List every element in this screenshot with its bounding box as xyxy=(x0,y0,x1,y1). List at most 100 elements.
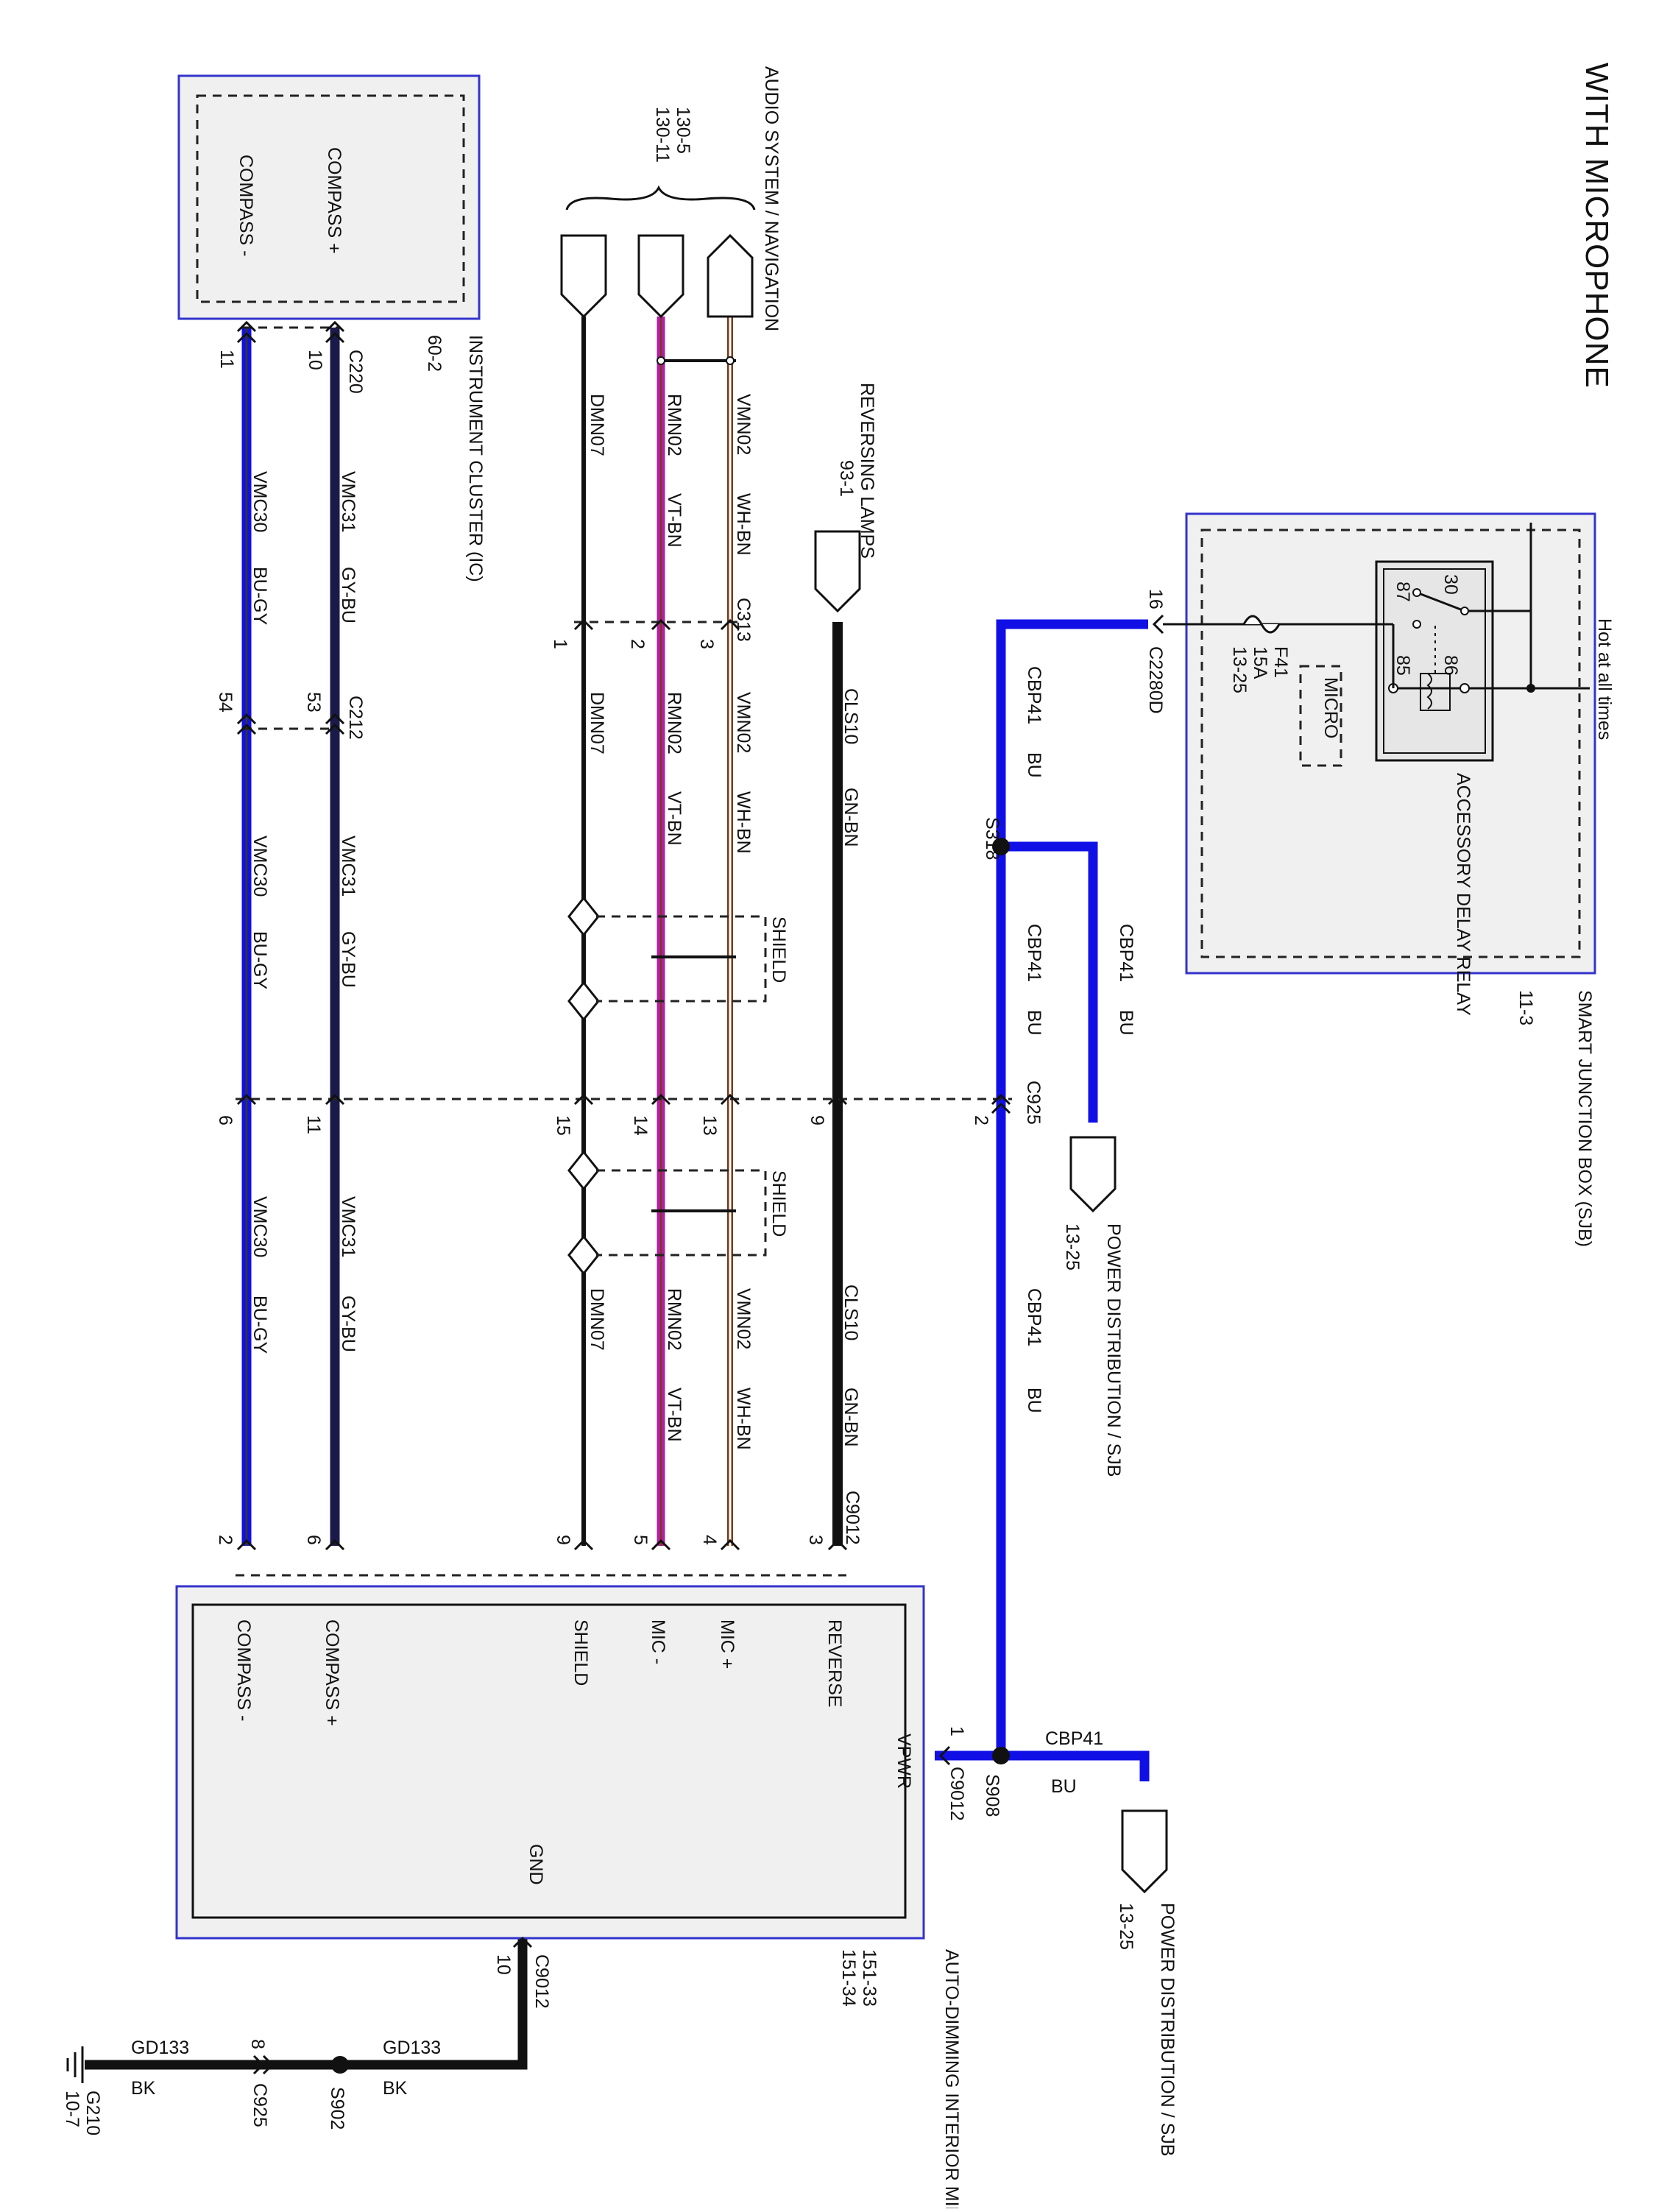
fuse-amps: 15A xyxy=(1250,646,1270,679)
wire-label-cbp41-c: CBP41 xyxy=(1116,924,1136,982)
sjb-name: SMART JUNCTION BOX (SJB) xyxy=(1574,990,1595,1247)
wire-label-vmn02-a: VMN02 xyxy=(733,394,754,455)
splice-s902-label: S902 xyxy=(327,2087,347,2130)
wire-label-cbp41-d-color: BU xyxy=(1024,1388,1044,1413)
wire-label-cbp41-b: CBP41 xyxy=(1024,924,1044,982)
wire-label-vmc30-a: VMC30 xyxy=(250,471,270,532)
splice-s908-label: S908 xyxy=(982,1774,1002,1817)
sjb-hot-label: Hot at all times xyxy=(1594,618,1615,740)
wire-label-gd133-a-color: BK xyxy=(383,2078,408,2099)
wire-label-cls10-a: CLS10 xyxy=(841,688,861,744)
wire-label-rmn02-c-color: VT-BN xyxy=(664,1388,684,1442)
connector-c212: C212 53 54 xyxy=(215,692,366,740)
wire-cbp41 xyxy=(935,624,1148,1781)
diagram-label: 93-1 xyxy=(836,460,857,497)
connector-c925-gnd: 8 C925 xyxy=(247,2039,272,2127)
shield-lower: SHIELD xyxy=(569,1152,789,1273)
mirror-pin-reverse: REVERSE xyxy=(824,1619,845,1707)
diagram-label: 10 xyxy=(493,1954,514,1975)
diagram-label: 2 xyxy=(971,1115,991,1126)
diagram-label: 151-33 xyxy=(859,1949,880,2007)
connector-c313: C313 3 2 1 xyxy=(550,598,754,649)
diagram-label: 11 xyxy=(216,350,237,369)
wire-label-vmc31-c-color: GY-BU xyxy=(338,1296,358,1352)
diagram-label: C220 xyxy=(345,350,366,394)
wire-label-vmc31-b-color: GY-BU xyxy=(338,931,358,988)
connector-c9012: C9012 3 4 5 9 6 2 xyxy=(215,1491,863,1575)
wire-label-rmn02-b: RMN02 xyxy=(664,692,684,755)
diagram-label: 8 xyxy=(247,2039,268,2049)
diagram-label: 54 xyxy=(215,692,236,713)
diagram-label: SHIELD xyxy=(768,1170,789,1237)
sjb-ref: 11-3 xyxy=(1515,990,1536,1025)
diagram-label: 1 xyxy=(550,639,570,649)
wire-label-cls10-b: CLS10 xyxy=(841,1285,861,1340)
diagram-label: 10-7 xyxy=(62,2091,82,2127)
splice-s902 xyxy=(331,2056,349,2074)
diagram-label: 15 xyxy=(553,1115,573,1136)
relay-pin-86: 86 xyxy=(1440,655,1461,676)
diagram-label: AUTO-DIMMING INTERIOR MIRROR UNIT xyxy=(941,1949,962,2208)
diagram-label: 2 xyxy=(627,639,648,649)
diagram-label: C9012 xyxy=(842,1491,863,1545)
fuse-id: F41 xyxy=(1270,646,1291,678)
wire-label-cbp41-a: CBP41 xyxy=(1024,666,1044,724)
wire-label-cbp41-d: CBP41 xyxy=(1024,1288,1044,1346)
diagram-label: 16 xyxy=(1145,589,1166,609)
splice-s318-label: S318 xyxy=(982,817,1002,860)
mirror-pin-mic-minus: MIC - xyxy=(648,1619,668,1664)
wire-label-vmc31-b: VMC31 xyxy=(338,835,358,897)
wire-label-cbp41-b-color: BU xyxy=(1024,1010,1044,1036)
diagram-label: G210 xyxy=(82,2091,103,2135)
wire-label-vmc30-b: VMC30 xyxy=(250,835,270,897)
diagram-label: C925 xyxy=(1023,1081,1044,1125)
diagram-label: 14 xyxy=(630,1115,651,1136)
wire-label-gd133-b: GD133 xyxy=(131,2038,189,2058)
wire-label-gd133-b-color: BK xyxy=(131,2078,156,2099)
diagram-label: 5 xyxy=(630,1535,651,1545)
wire-label-cbp41-e-color: BU xyxy=(1051,1776,1077,1797)
wire-label-cbp41-e: CBP41 xyxy=(1045,1728,1103,1749)
page-title: WITH MICROPHONE xyxy=(1579,63,1615,389)
wire-label-vmc31-a: VMC31 xyxy=(338,471,358,532)
diagram-label: 6 xyxy=(303,1535,324,1545)
wire-label-dmn07-a: DMN07 xyxy=(587,394,607,456)
fuse-ref: 13-25 xyxy=(1229,646,1250,693)
relay-name: ACCESSORY DELAY RELAY xyxy=(1453,773,1473,1016)
diagram-label: 53 xyxy=(303,692,324,713)
relay-pin-87: 87 xyxy=(1393,582,1413,602)
reversing-lamps-source: REVERSING LAMPS 93-1 xyxy=(815,383,877,611)
mirror-pin-mic-plus: MIC + xyxy=(717,1619,737,1669)
mirror-pin-compass-minus: COMPASS - xyxy=(233,1619,254,1721)
wire-label-vmn02-a-color: WH-BN xyxy=(733,493,754,556)
mirror-pin-vpwr: VPWR xyxy=(894,1734,914,1789)
diagram-label: POWER DISTRIBUTION / SJB xyxy=(1157,1903,1178,2156)
connector-c2280d: 16 C2280D xyxy=(1145,589,1166,714)
mirror-unit: REVERSE MIC + MIC - SHIELD COMPASS + COM… xyxy=(177,1586,962,2208)
wire-label-cbp41-c-color: BU xyxy=(1116,1010,1136,1036)
connector-c9012-vpwr: 1 C9012 xyxy=(941,1726,967,1821)
wire-label-vmn02-c-color: WH-BN xyxy=(733,1388,754,1450)
mirror-pin-shield: SHIELD xyxy=(570,1619,591,1686)
diagram-label: 13-25 xyxy=(1116,1903,1136,1950)
diagram-label: 13-25 xyxy=(1062,1223,1083,1271)
diagram-label: C9012 xyxy=(531,1954,552,2009)
diagram-label: C313 xyxy=(733,598,754,642)
wire-label-vmn02-b-color: WH-BN xyxy=(733,791,754,854)
wire-label-dmn07-c: DMN07 xyxy=(587,1288,607,1351)
diagram-label: C2280D xyxy=(1145,646,1166,714)
wire-label-cls10-b-color: GN-BN xyxy=(841,1388,861,1447)
relay-micro-label: MICRO xyxy=(1320,677,1341,738)
diagram-label: C9012 xyxy=(946,1767,967,1821)
diagram-label: 4 xyxy=(699,1535,720,1545)
diagram-label: AUDIO SYSTEM / NAVIGATION xyxy=(761,66,782,331)
diagram-label: 130-5 xyxy=(673,107,693,154)
mirror-pin-compass-plus: COMPASS + xyxy=(322,1619,342,1726)
sjb-box: Hot at all times 30 87 85 86 MICRO ACCES… xyxy=(1163,514,1615,1247)
diagram-label: 3 xyxy=(696,639,717,649)
diagram-label: 151-34 xyxy=(838,1949,859,2007)
wire-label-dmn07-b: DMN07 xyxy=(587,692,607,755)
wire-label-rmn02-c: RMN02 xyxy=(664,1288,684,1351)
